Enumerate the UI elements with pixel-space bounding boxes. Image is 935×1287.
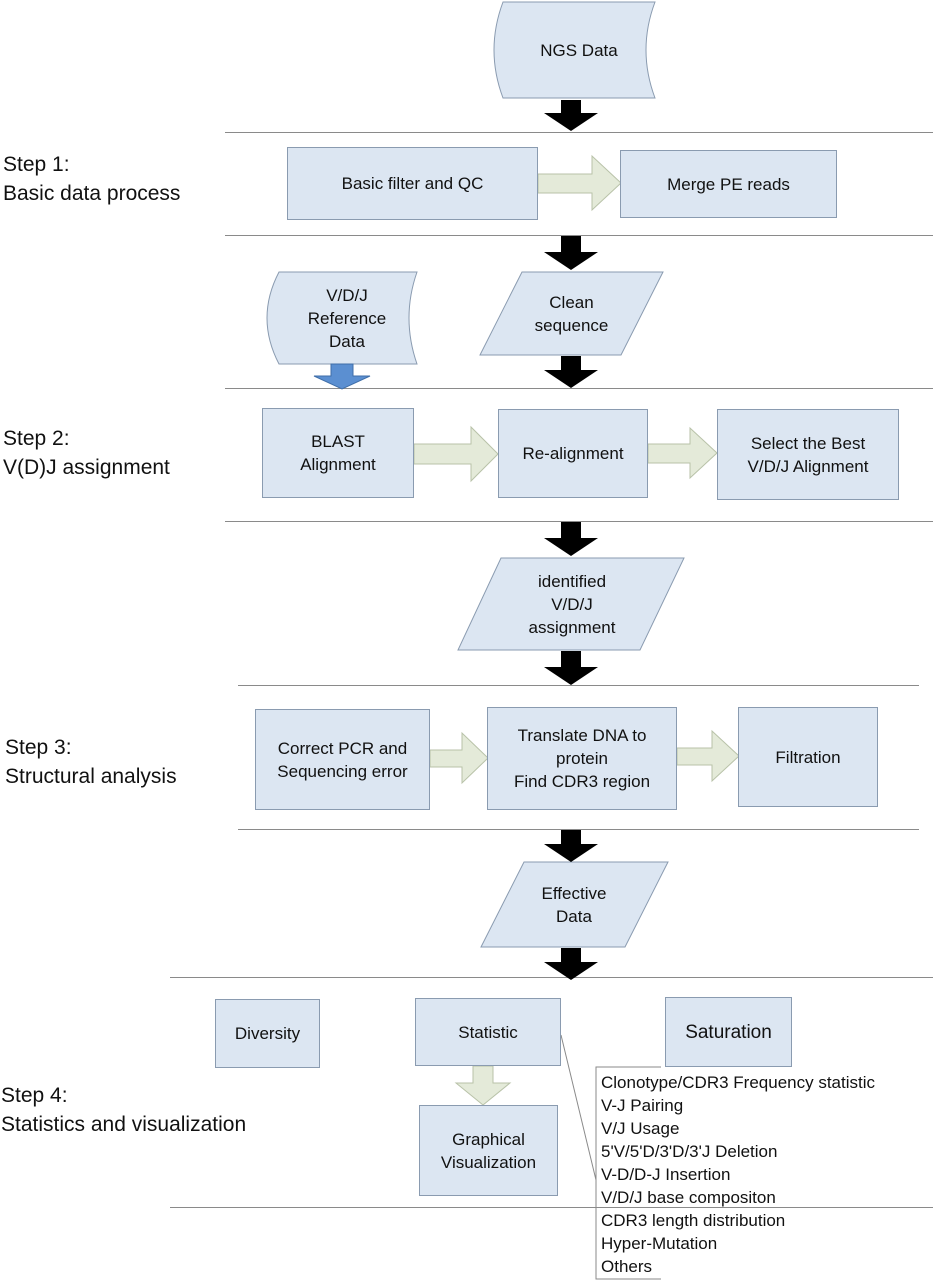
ngs-data-label: NGS Data bbox=[540, 40, 618, 60]
list-item: 5'V/5'D/3'D/3'J Deletion bbox=[601, 1142, 778, 1161]
right-arrow-icon bbox=[676, 729, 740, 783]
identified-assignment-shape bbox=[457, 557, 685, 651]
list-item: V-J Pairing bbox=[601, 1096, 684, 1115]
down-arrow-icon bbox=[544, 522, 598, 556]
step-4-title: Step 4: bbox=[1, 1084, 68, 1107]
ngs-data-shape bbox=[493, 1, 656, 99]
list-item: Hyper-Mutation bbox=[601, 1234, 718, 1253]
separator-line bbox=[238, 685, 919, 686]
down-arrow-icon bbox=[544, 830, 598, 862]
statistic-box: Statistic bbox=[415, 998, 561, 1066]
separator-line bbox=[170, 1207, 933, 1208]
down-arrow-icon bbox=[544, 100, 598, 131]
separator-line bbox=[225, 521, 933, 522]
saturation-box: Saturation bbox=[665, 997, 792, 1067]
right-arrow-icon bbox=[429, 731, 489, 785]
separator-line bbox=[170, 977, 933, 978]
step-1-subtitle: Basic data process bbox=[3, 182, 181, 205]
right-arrow-icon bbox=[647, 426, 718, 480]
blast-alignment-box: BLAST Alignment bbox=[262, 408, 414, 498]
down-arrow-icon bbox=[544, 236, 598, 270]
reference-data-shape bbox=[266, 271, 418, 365]
basic-filter-qc-box: Basic filter and QC bbox=[287, 147, 538, 220]
down-arrow-icon bbox=[544, 948, 598, 980]
step-3-title: Step 3: bbox=[5, 736, 72, 759]
translate-dna-box: Translate DNA to protein Find CDR3 regio… bbox=[487, 707, 677, 810]
separator-line bbox=[238, 829, 919, 830]
clean-sequence-label: Clean sequence bbox=[534, 292, 609, 335]
separator-line bbox=[225, 235, 933, 236]
list-item: V/D/J base compositon bbox=[601, 1188, 776, 1207]
merge-pe-reads-box: Merge PE reads bbox=[620, 150, 837, 218]
clean-sequence-shape bbox=[479, 271, 664, 356]
reference-data-label: V/D/J Reference Data bbox=[307, 285, 387, 351]
step-2-label: Step 2: V(D)J assignment bbox=[3, 424, 170, 482]
step-3-subtitle: Structural analysis bbox=[5, 765, 177, 788]
re-alignment-box: Re-alignment bbox=[498, 409, 648, 498]
step-4-subtitle: Statistics and visualization bbox=[1, 1113, 247, 1136]
step-3-label: Step 3: Structural analysis bbox=[5, 733, 177, 791]
down-arrow-light-icon bbox=[454, 1065, 512, 1106]
identified-assignment-label: identified V/D/J assignment bbox=[528, 571, 616, 637]
correct-pcr-box: Correct PCR and Sequencing error bbox=[255, 709, 430, 810]
list-item: CDR3 length distribution bbox=[601, 1211, 786, 1230]
statistic-list: Clonotype/CDR3 Frequency statistic V-J P… bbox=[601, 1071, 875, 1278]
separator-line bbox=[225, 132, 933, 133]
filtration-box: Filtration bbox=[738, 707, 878, 807]
step-2-title: Step 2: bbox=[3, 427, 70, 450]
effective-data-shape bbox=[480, 861, 669, 948]
separator-line bbox=[225, 388, 933, 389]
step-1-title: Step 1: bbox=[3, 153, 70, 176]
down-arrow-icon bbox=[544, 356, 598, 388]
effective-data-label: Effective Data bbox=[541, 883, 607, 926]
list-item: Clonotype/CDR3 Frequency statistic bbox=[601, 1073, 876, 1092]
diversity-box: Diversity bbox=[215, 999, 320, 1068]
graphical-visualization-box: Graphical Visualization bbox=[419, 1105, 558, 1196]
right-arrow-icon bbox=[537, 154, 622, 212]
select-best-alignment-box: Select the Best V/D/J Alignment bbox=[717, 409, 899, 500]
statistic-list-bracket bbox=[560, 1034, 661, 1280]
list-item: V/J Usage bbox=[601, 1119, 680, 1138]
list-item: Others bbox=[601, 1257, 653, 1276]
right-arrow-icon bbox=[413, 425, 499, 483]
step-2-subtitle: V(D)J assignment bbox=[3, 456, 170, 479]
reference-arrow-icon bbox=[313, 363, 371, 390]
down-arrow-icon bbox=[544, 651, 598, 685]
step-4-label: Step 4: Statistics and visualization bbox=[1, 1081, 246, 1139]
step-1-label: Step 1: Basic data process bbox=[3, 150, 180, 208]
list-item: V-D/D-J Insertion bbox=[601, 1165, 731, 1184]
